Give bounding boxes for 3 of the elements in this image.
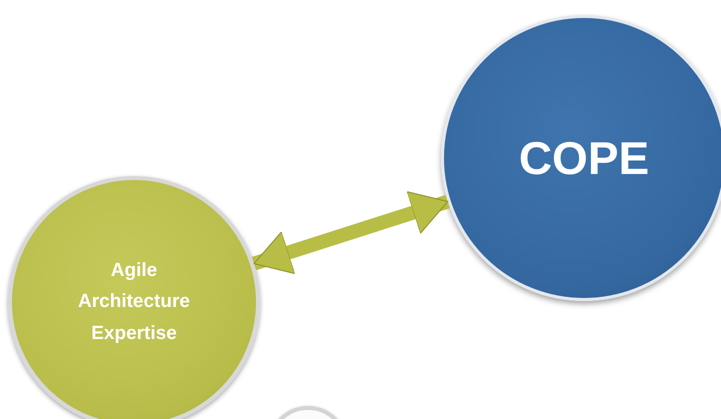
circle-label: Agile Architecture Expertise <box>77 258 191 346</box>
circle-label: COPE <box>518 132 650 184</box>
double-arrow <box>252 191 450 274</box>
